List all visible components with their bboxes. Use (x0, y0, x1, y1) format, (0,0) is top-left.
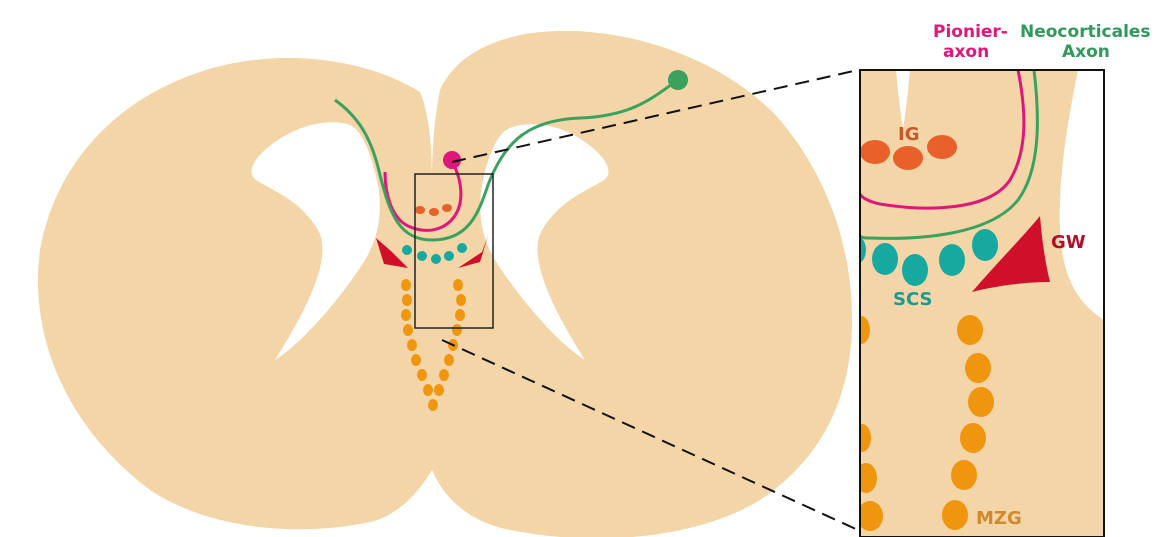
brain-coronal-section (38, 31, 852, 537)
legend-neocortical-line1: Neocorticales (1020, 22, 1151, 42)
right-hemisphere (432, 31, 852, 537)
label-scs: SCS (893, 289, 932, 310)
legend-neocortical-line2: Axon (1062, 42, 1110, 62)
neocortical-soma (668, 70, 688, 90)
zoom-panel (850, 70, 1104, 537)
legend-pioneer-line1: Pionier- (933, 22, 1008, 42)
legend-pioneer-line2: axon (943, 42, 989, 62)
label-gw: GW (1051, 232, 1086, 253)
label-mzg: MZG (976, 508, 1022, 529)
left-hemisphere (38, 58, 432, 529)
label-ig: IG (898, 124, 919, 145)
